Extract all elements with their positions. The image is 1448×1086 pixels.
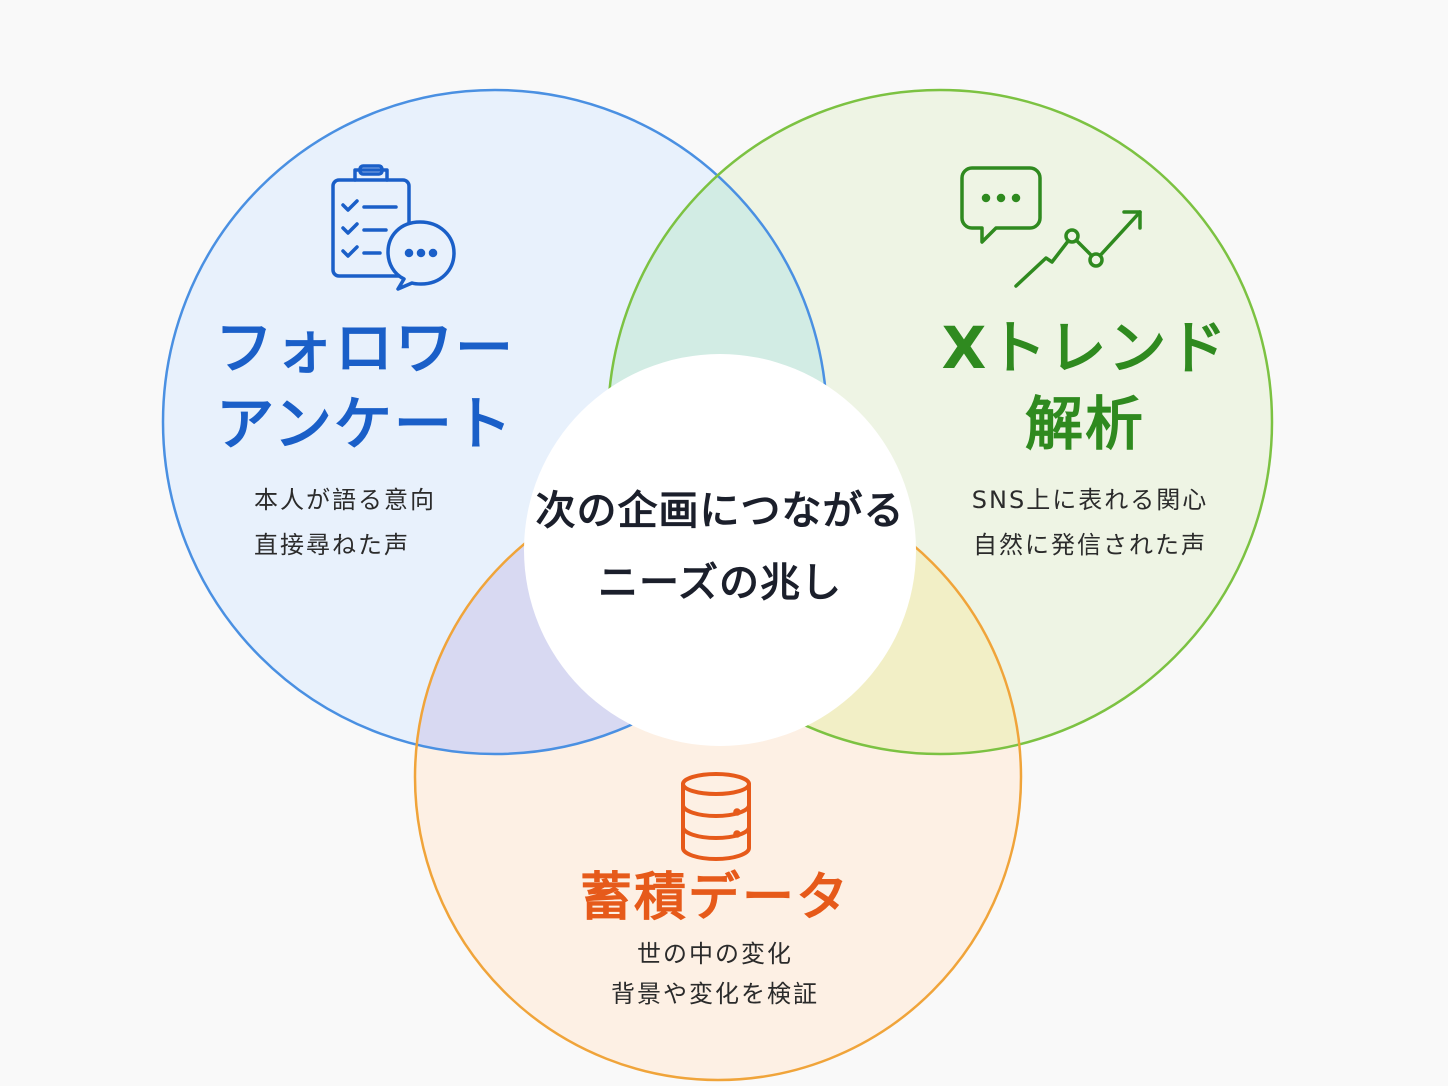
center-message-line1: 次の企画につながる (535, 488, 905, 534)
center-circle (524, 354, 916, 746)
chat-trend-chart-icon (960, 166, 1142, 288)
survey-title-line2: アンケート (216, 390, 514, 458)
trend-title-line2: 解析 (1024, 390, 1145, 458)
survey-desc-line2: 直接尋ねた声 (254, 531, 410, 559)
survey-description: 本人が語る意向 直接尋ねた声 (230, 478, 494, 568)
database-icon (681, 772, 751, 861)
trend-title: Xトレンド 解析 (930, 310, 1240, 462)
trend-desc-line2: 自然に発信された声 (973, 531, 1207, 559)
center-message-line2: ニーズの兆し (598, 560, 842, 606)
data-desc-line1: 世の中の変化 (637, 940, 793, 968)
center-message: 次の企画につながる ニーズの兆し (530, 475, 910, 619)
survey-desc-line1: 本人が語る意向 (254, 486, 436, 514)
data-desc-line2: 背景や変化を検証 (611, 980, 819, 1008)
trend-title-line1: Xトレンド (941, 314, 1229, 382)
data-description: 世の中の変化 背景や変化を検証 (560, 934, 870, 1014)
survey-title-line1: フォロワー (214, 314, 515, 382)
trend-desc-line1: SNS上に表れる関心 (971, 486, 1209, 514)
survey-title: フォロワー アンケート (200, 310, 530, 462)
trend-description: SNS上に表れる関心 自然に発信された声 (940, 478, 1240, 568)
data-title-text: 蓄積データ (579, 868, 850, 928)
data-title: 蓄積データ (540, 866, 890, 930)
clipboard-checklist-chat-icon (331, 164, 456, 291)
